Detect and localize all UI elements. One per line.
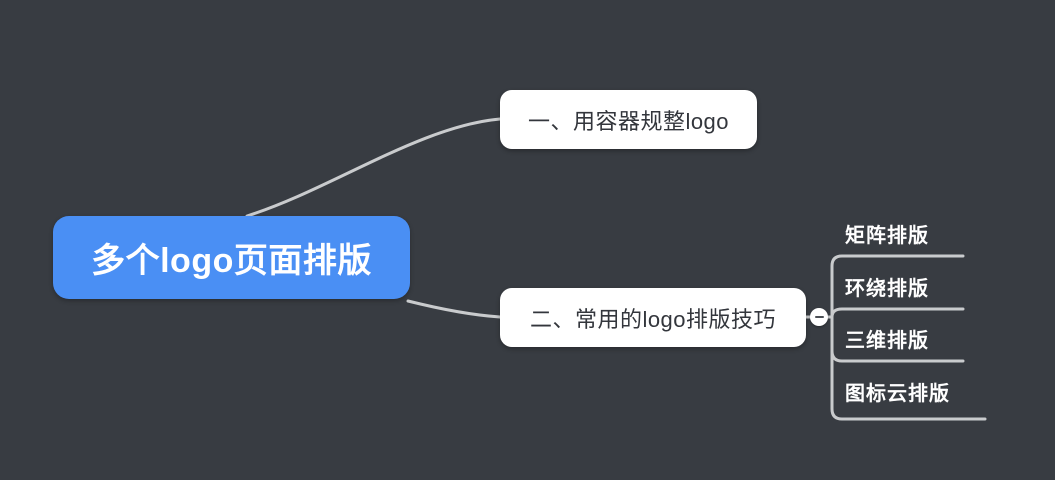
leaf-node-3[interactable]: 三维排版 [845, 331, 929, 351]
connector-root-to-branch-2 [406, 299, 502, 319]
leaf-node-4-label: 图标云排版 [845, 383, 950, 405]
branch-node-1-label: 一、用容器规整logo [527, 108, 730, 134]
leaf-node-3-label: 三维排版 [845, 330, 929, 352]
leaf-node-4[interactable]: 图标云排版 [845, 384, 950, 404]
branch-node-2[interactable]: 二、常用的logo排版技巧 [500, 288, 806, 347]
minus-bar [814, 316, 824, 318]
connector-to-leaf-2 [830, 307, 965, 319]
branch-node-2-label: 二、常用的logo排版技巧 [529, 306, 777, 332]
root-node-label: 多个logo页面排版 [91, 242, 372, 280]
leaf-node-2[interactable]: 环绕排版 [845, 279, 929, 299]
connector-to-leaf-1 [830, 254, 965, 319]
root-node[interactable]: 多个logo页面排版 [53, 216, 410, 299]
branch-node-1[interactable]: 一、用容器规整logo [500, 90, 757, 149]
leaf-node-2-label: 环绕排版 [845, 278, 929, 300]
leaf-node-1-label: 矩阵排版 [845, 225, 929, 247]
minus-icon[interactable] [810, 308, 828, 326]
leaf-node-1[interactable]: 矩阵排版 [845, 226, 929, 246]
connector-root-to-branch-1 [245, 117, 502, 218]
connector-to-leaf-4 [830, 315, 987, 421]
